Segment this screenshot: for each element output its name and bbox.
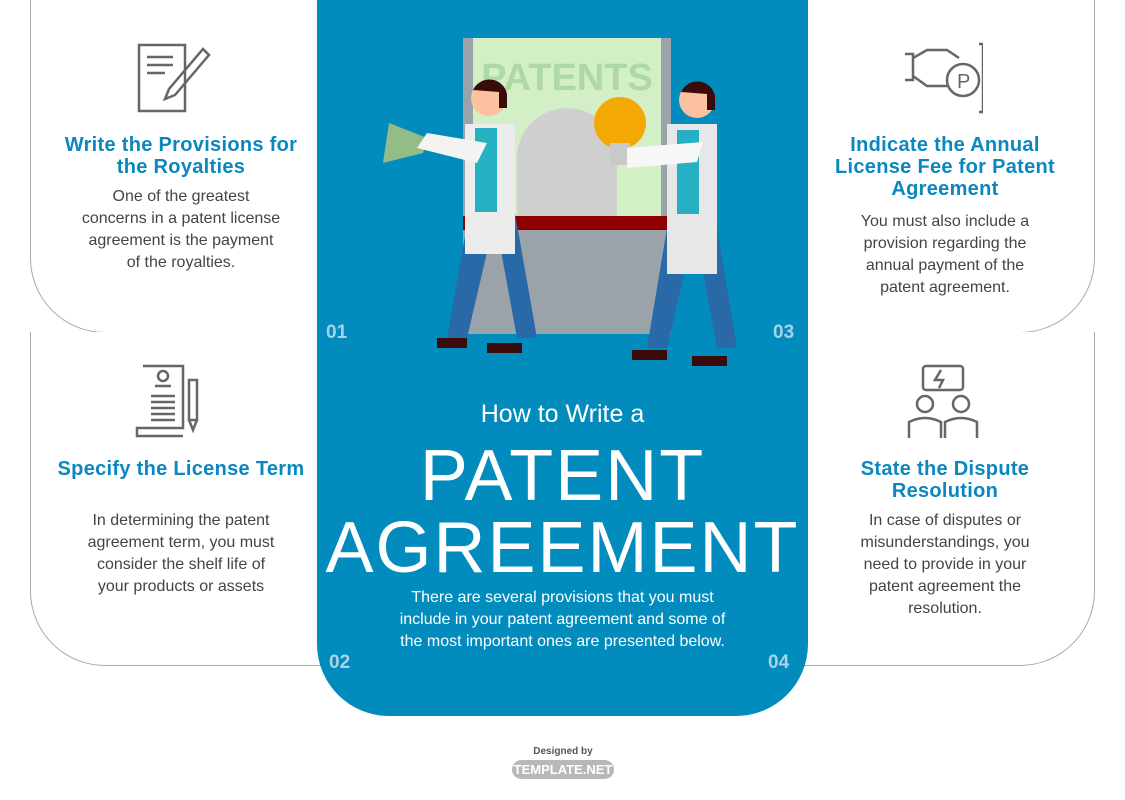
document-pen-icon — [137, 43, 211, 113]
center-panel: PATENTS 01 02 03 04 How to Write a PATEN… — [317, 0, 808, 716]
step-title: Indicate the Annual License Fee for Pate… — [835, 134, 1055, 200]
step-title: Write the Provisions for the Royalties — [64, 134, 298, 178]
page-title-line1: PATENT — [419, 436, 706, 516]
step-description: One of the greatest concerns in a patent… — [81, 188, 281, 271]
step-card-02: Specify the License Term In determining … — [30, 332, 330, 666]
scientists-illustration: PATENTS — [383, 38, 737, 366]
intro-text: There are several provisions that you mu… — [399, 589, 726, 650]
step-number-02: 02 — [329, 652, 351, 673]
step-number-04: 04 — [768, 652, 790, 673]
page-title-line2: AGREEMENT — [325, 508, 800, 588]
hand-coin-icon: P — [905, 42, 983, 114]
dispute-people-icon — [907, 364, 979, 438]
patents-sign: PATENTS — [481, 57, 653, 99]
step-title: State the Dispute Resolution — [860, 458, 1030, 502]
step-card-03: P Indicate the Annual License Fee for Pa… — [795, 0, 1095, 333]
brand-logo: TEMPLATE.NET — [512, 760, 614, 779]
step-description: In determining the patent agreement term… — [87, 512, 275, 595]
page-subtitle: How to Write a — [480, 400, 645, 428]
step-title: Specify the License Term — [57, 458, 305, 480]
step-number-03: 03 — [773, 322, 795, 343]
step-description: You must also include a provision regard… — [860, 213, 1030, 296]
step-card-04: State the Dispute Resolution In case of … — [795, 332, 1095, 666]
step-number-01: 01 — [326, 322, 348, 343]
designed-by-label: Designed by — [533, 746, 593, 757]
svg-text:P: P — [957, 71, 970, 93]
certificate-scroll-icon — [135, 364, 199, 438]
step-card-01: Write the Provisions for the Royalties O… — [30, 0, 330, 333]
designer-credit: Designed by TEMPLATE.NET — [512, 746, 614, 779]
step-description: In case of disputes or misunderstandings… — [860, 512, 1030, 617]
